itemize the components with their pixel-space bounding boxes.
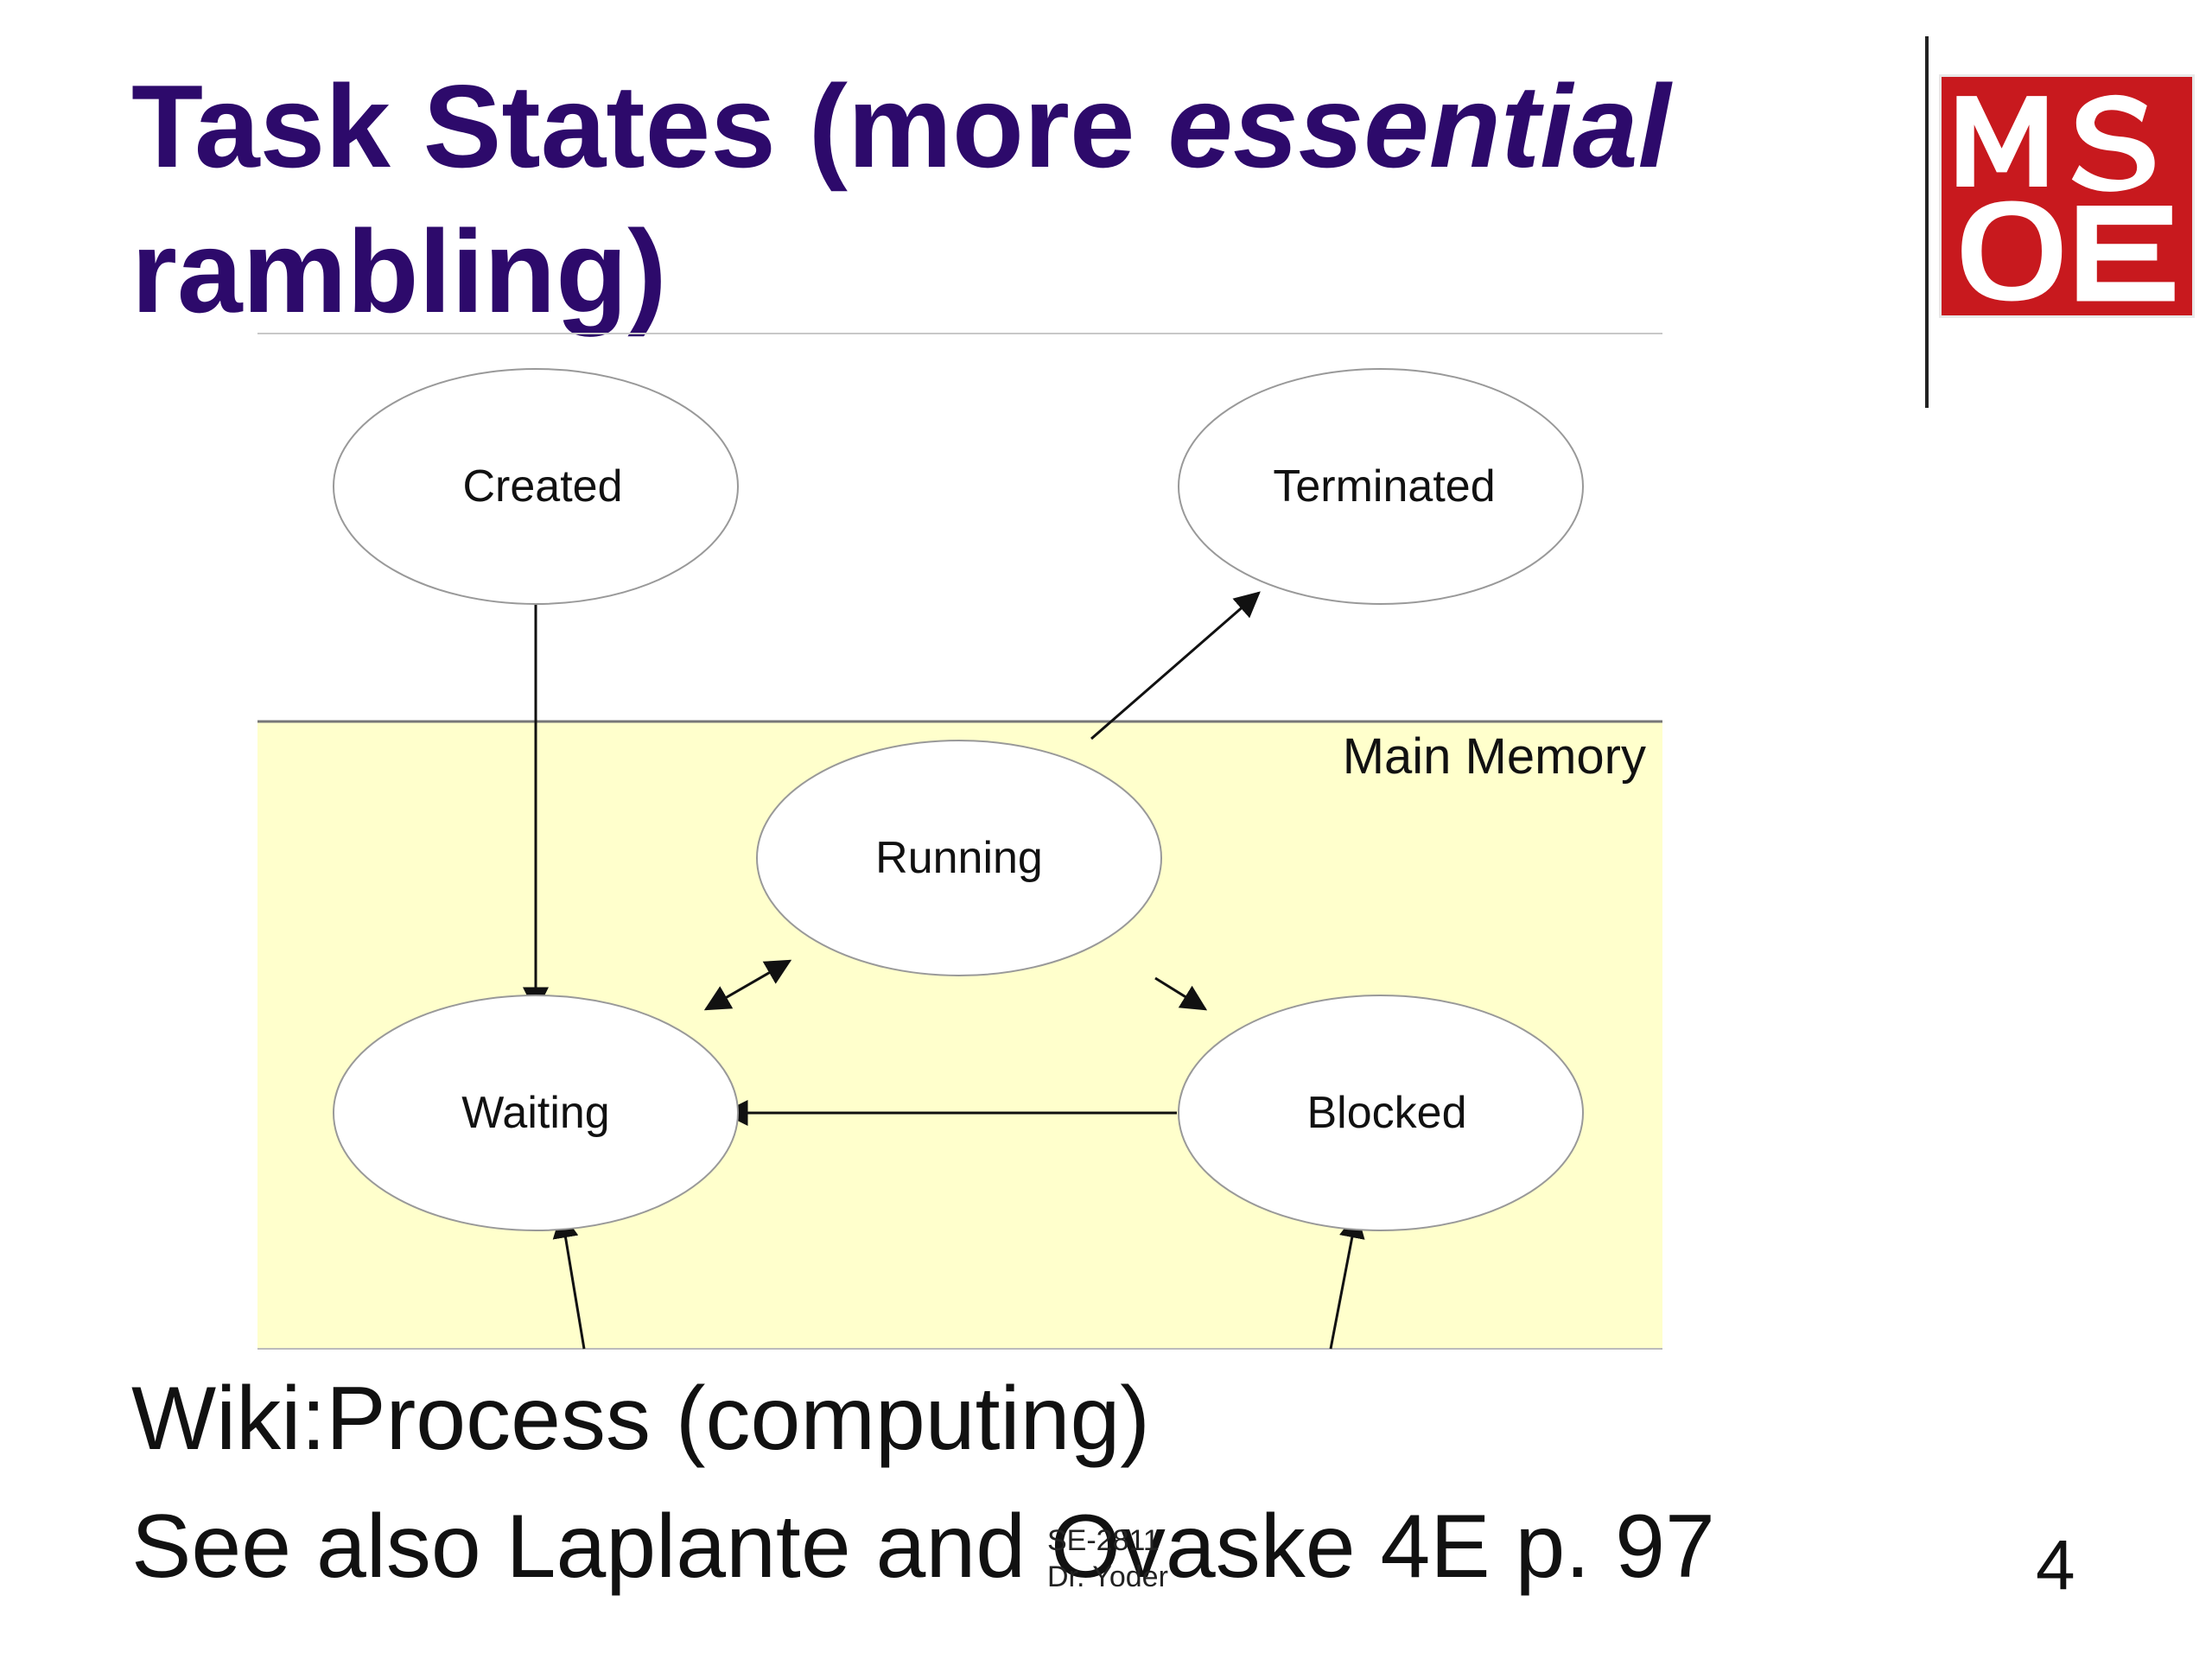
arrow-running-to-blocked bbox=[1154, 976, 1208, 1011]
title-divider bbox=[257, 333, 1662, 334]
state-terminated-label: Terminated bbox=[1273, 461, 1495, 512]
msoe-logo-icon bbox=[1942, 77, 2192, 315]
arrow-into-waiting bbox=[552, 1211, 586, 1350]
reference-wiki: Wiki:Process (computing) bbox=[131, 1369, 1150, 1469]
state-terminated: Terminated bbox=[1178, 368, 1584, 605]
arrow-running-to-terminated bbox=[1090, 591, 1261, 741]
msoe-logo bbox=[1939, 74, 2195, 318]
title-part-1: Task States (more bbox=[131, 60, 1168, 192]
state-created: Created bbox=[333, 368, 739, 605]
slide-footer: SE-2811 Dr. Yoder bbox=[1047, 1522, 1168, 1595]
footer-instructor: Dr. Yoder bbox=[1047, 1560, 1168, 1593]
state-waiting-label: Waiting bbox=[461, 1088, 609, 1138]
arrow-running-waiting-bidirectional bbox=[703, 959, 792, 1011]
slide-title: Task States (more essential rambling) bbox=[131, 54, 1773, 344]
state-created-label: Created bbox=[463, 461, 623, 512]
title-italic-word: essential bbox=[1167, 60, 1671, 192]
state-waiting: Waiting bbox=[333, 995, 739, 1231]
main-memory-label: Main Memory bbox=[1343, 728, 1646, 785]
state-blocked: Blocked bbox=[1178, 995, 1584, 1231]
reference-laplante: See also Laplante and Ovaske 4E p. 97 bbox=[131, 1497, 1715, 1597]
state-blocked-label: Blocked bbox=[1307, 1088, 1467, 1138]
title-part-2: rambling) bbox=[131, 206, 667, 337]
logo-divider bbox=[1925, 36, 1929, 408]
arrow-into-blocked bbox=[1329, 1211, 1365, 1350]
footer-course: SE-2811 bbox=[1047, 1524, 1160, 1557]
state-running: Running bbox=[756, 740, 1162, 976]
page-number: 4 bbox=[2036, 1526, 2075, 1605]
state-running-label: Running bbox=[875, 833, 1043, 883]
